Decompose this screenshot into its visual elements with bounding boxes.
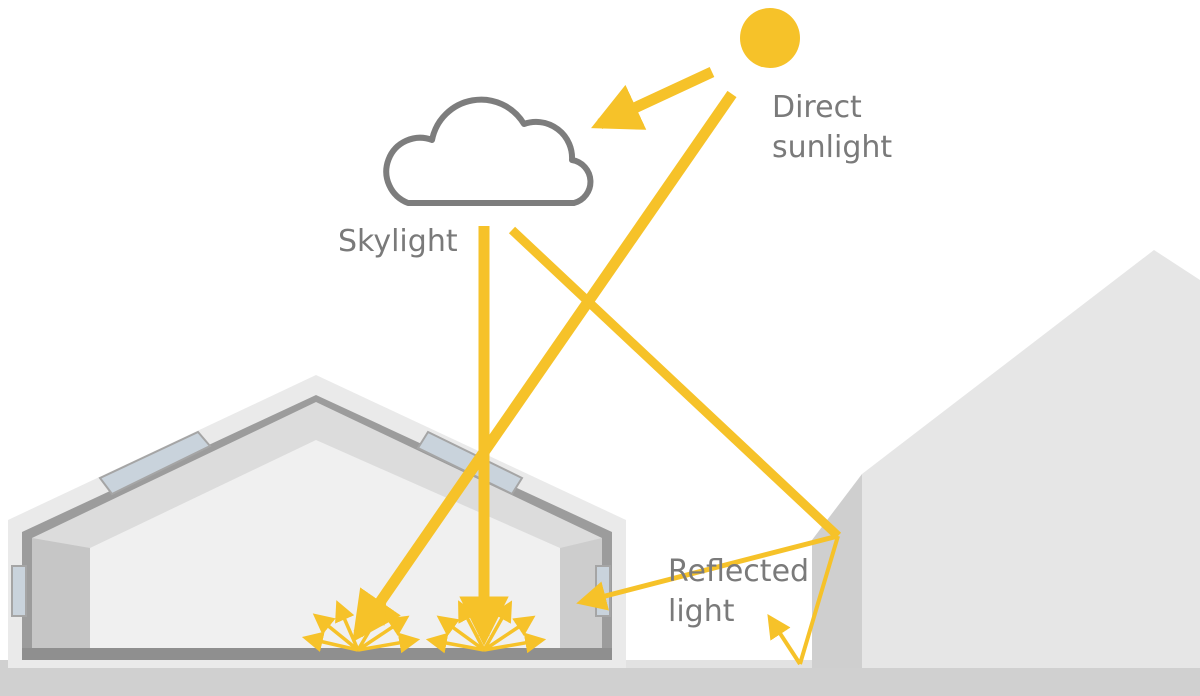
ground-bounce-ray xyxy=(767,613,802,666)
direct-sunlight-label-line2: sunlight xyxy=(772,130,893,165)
cloud-icon xyxy=(383,96,594,206)
wall-window-left xyxy=(11,565,27,617)
wall-window-right xyxy=(595,565,611,617)
direct-sunlight-label-line1: Direct xyxy=(772,90,862,125)
scatter-rays-right xyxy=(425,600,547,654)
skylight-label: Skylight xyxy=(338,224,458,259)
reflected-light-ray xyxy=(576,533,839,611)
direct-sunlight-label: Direct sunlight xyxy=(772,88,892,168)
reflected-down-ray xyxy=(798,535,840,665)
scatter-rays-left xyxy=(301,600,421,654)
neighbour-building xyxy=(812,250,1200,668)
reflected-light-label: Reflected light xyxy=(668,552,809,632)
sun-icon xyxy=(740,8,800,68)
roof-window-left xyxy=(98,430,212,496)
sun-to-cloud-arrow xyxy=(591,67,715,130)
sunlight-to-neighbour-ray xyxy=(508,226,842,540)
house-section xyxy=(8,375,626,668)
reflected-light-label-line1: Reflected xyxy=(668,554,810,589)
direct-sunlight-ray xyxy=(352,90,737,643)
reflected-light-label-line2: light xyxy=(668,594,735,629)
